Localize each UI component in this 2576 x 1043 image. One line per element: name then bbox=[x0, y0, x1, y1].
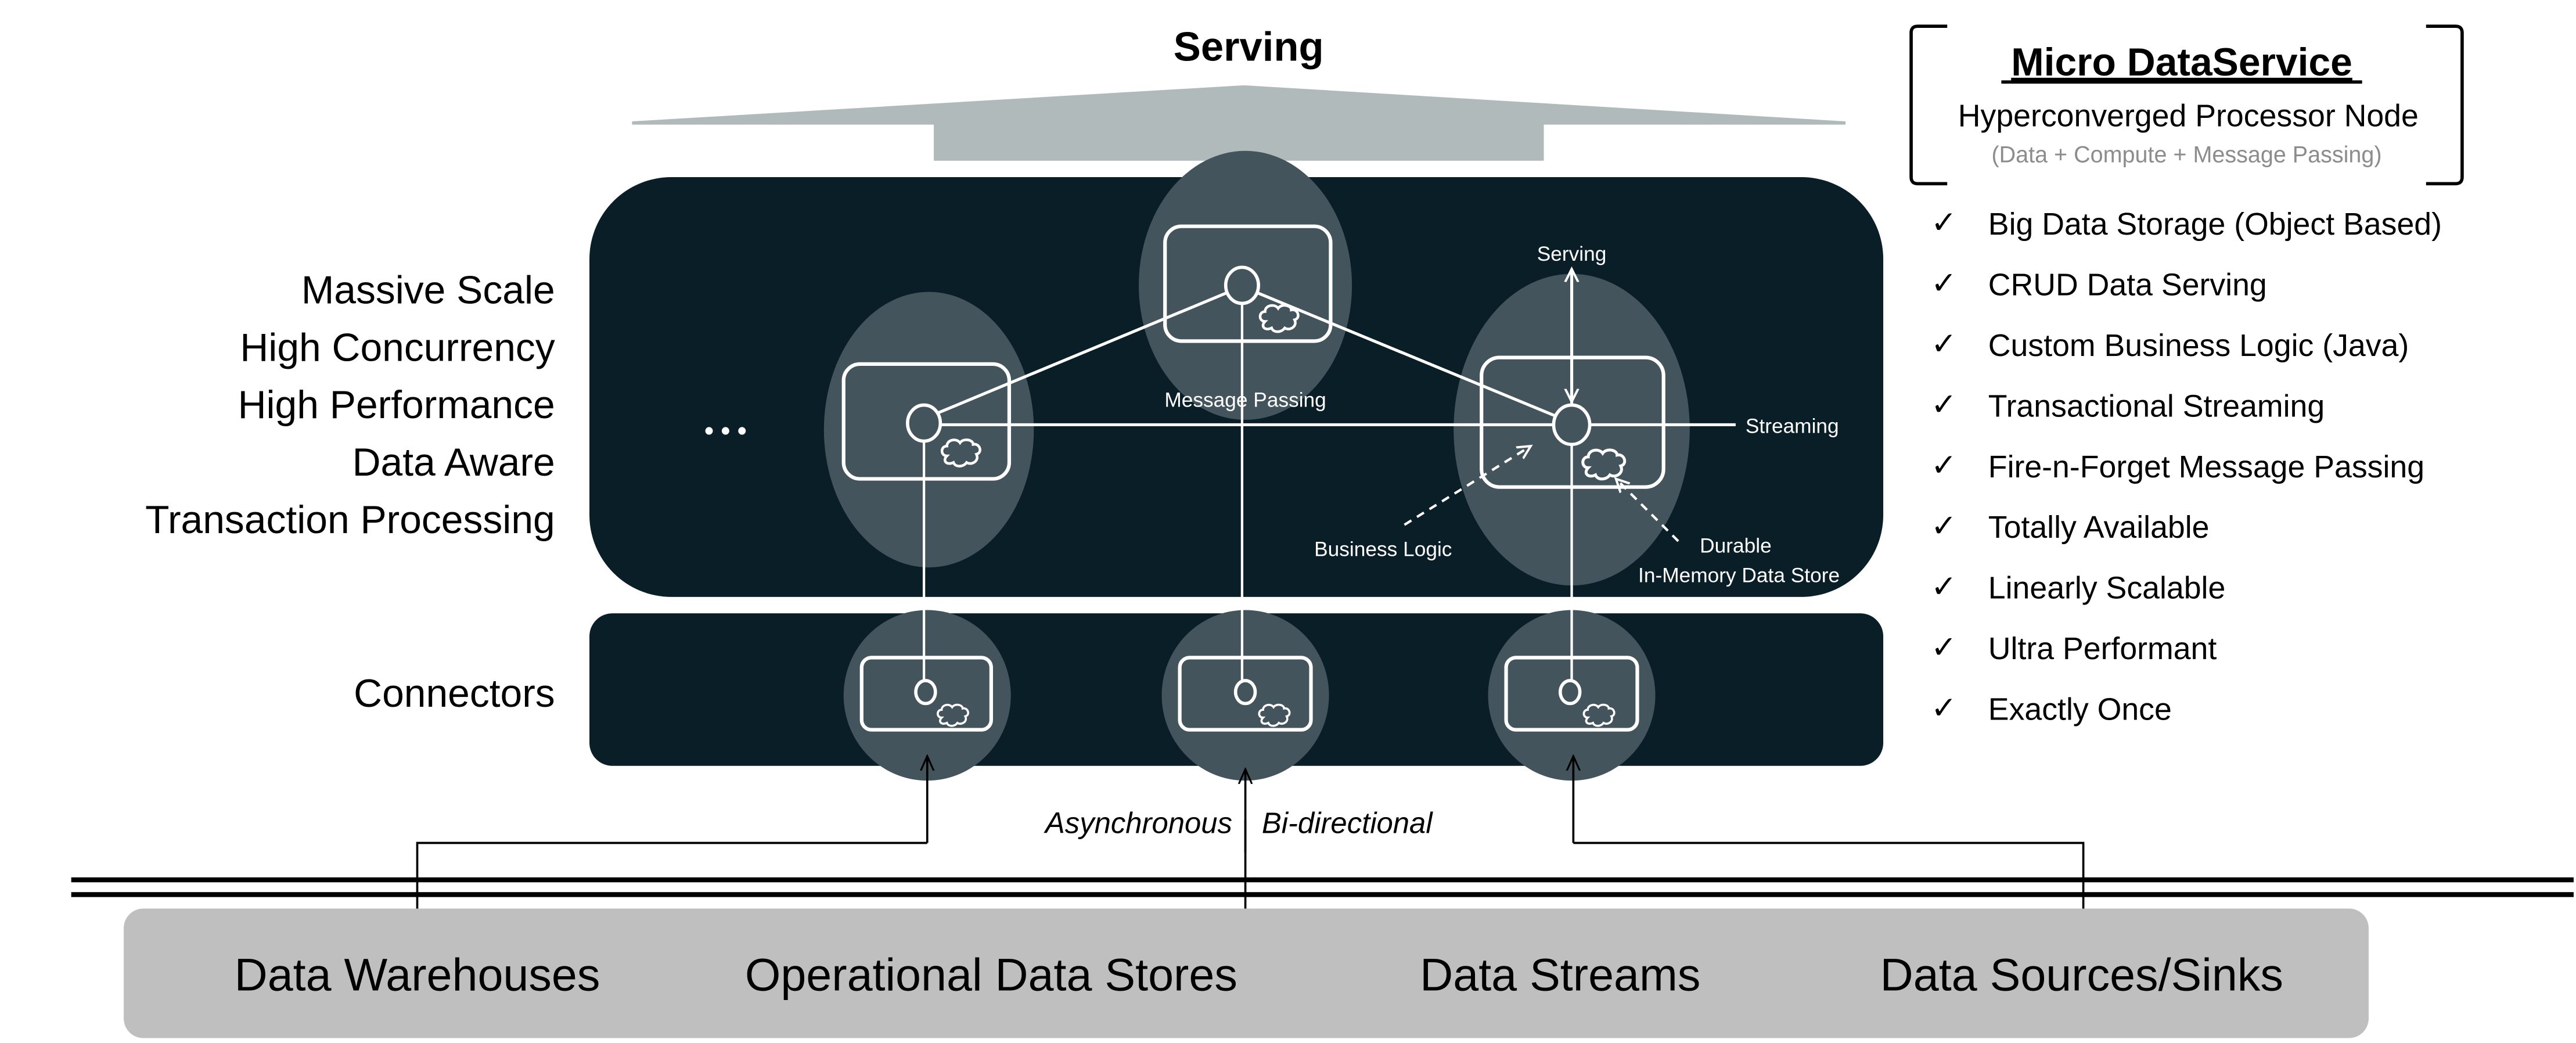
message-passing-label: Message Passing bbox=[1164, 389, 1326, 411]
data-system-label: Data Streams bbox=[1420, 949, 1700, 1001]
connector-box-3 bbox=[1504, 656, 1639, 732]
feature-item: ✓ Exactly Once bbox=[1931, 690, 2172, 727]
feature-label: Custom Business Logic (Java) bbox=[1988, 328, 2409, 363]
async-label-part2: Bi-directional bbox=[1262, 807, 1434, 840]
process-circle-right bbox=[1552, 403, 1592, 447]
node-box-top bbox=[1163, 224, 1333, 343]
feature-label: CRUD Data Serving bbox=[1988, 267, 2267, 302]
process-circle-top bbox=[1224, 265, 1260, 305]
async-label-part1: Asynchronous bbox=[1044, 807, 1232, 840]
feature-list: ✓ Big Data Storage (Object Based) ✓ CRUD… bbox=[1931, 205, 2442, 727]
check-icon: ✓ bbox=[1931, 448, 1957, 483]
data-system-label: Data Warehouses bbox=[235, 949, 600, 1001]
feature-item: ✓ Transactional Streaming bbox=[1931, 387, 2325, 423]
connector-circle-1 bbox=[914, 679, 937, 706]
check-icon: ✓ bbox=[1931, 630, 1957, 664]
check-icon: ✓ bbox=[1931, 387, 1957, 422]
business-logic-label: Business Logic bbox=[1314, 538, 1452, 560]
data-systems-box bbox=[124, 908, 2369, 1038]
connector-box-2 bbox=[1178, 656, 1313, 732]
bracket-right-icon bbox=[2426, 24, 2464, 186]
feature-item: ✓ CRUD Data Serving bbox=[1931, 265, 2267, 302]
feature-item: ✓ Linearly Scalable bbox=[1931, 569, 2225, 606]
in-memory-store-label: In-Memory Data Store bbox=[1638, 564, 1840, 587]
check-icon: ✓ bbox=[1931, 508, 1957, 543]
quality-label: High Concurrency bbox=[240, 326, 555, 369]
async-label: Asynchronous Bi-directional bbox=[1044, 807, 1433, 840]
data-system-label: Operational Data Stores bbox=[745, 949, 1237, 1001]
micro-dataservice-title: Micro DataService bbox=[2011, 41, 2352, 84]
check-icon: ✓ bbox=[1931, 265, 1957, 300]
feature-item: ✓ Big Data Storage (Object Based) bbox=[1931, 205, 2442, 242]
more-nodes-ellipsis: • • • bbox=[704, 416, 747, 445]
quality-label: Massive Scale bbox=[301, 268, 555, 312]
quality-label: Transaction Processing bbox=[145, 498, 555, 542]
feature-label: Ultra Performant bbox=[1988, 631, 2217, 666]
feature-label: Linearly Scalable bbox=[1988, 571, 2226, 606]
check-icon: ✓ bbox=[1931, 569, 1957, 604]
check-icon: ✓ bbox=[1931, 690, 1957, 725]
feature-item: ✓ Fire-n-Forget Message Passing bbox=[1931, 448, 2424, 484]
feature-label: Totally Available bbox=[1988, 510, 2210, 545]
business-logic-pointer-icon bbox=[1404, 446, 1530, 526]
check-icon: ✓ bbox=[1931, 205, 1957, 240]
process-circle-left bbox=[906, 403, 942, 443]
micro-dataservice-subtitle: Hyperconverged Processor Node bbox=[1958, 98, 2419, 133]
feature-label: Fire-n-Forget Message Passing bbox=[1988, 449, 2424, 484]
connector-box-1 bbox=[859, 656, 993, 732]
connector-circle-2 bbox=[1233, 679, 1257, 706]
feature-label: Exactly Once bbox=[1988, 692, 2172, 727]
durable-label: Durable bbox=[1700, 535, 1772, 558]
feature-label: Transactional Streaming bbox=[1988, 389, 2325, 423]
check-icon: ✓ bbox=[1931, 326, 1957, 361]
arrow-to-data-sources bbox=[1573, 841, 2083, 928]
serving-title: Serving bbox=[1174, 23, 1324, 69]
link-top-right bbox=[1254, 290, 1558, 418]
feature-item: ✓ Totally Available bbox=[1931, 508, 2210, 545]
connectors-label: Connectors bbox=[354, 672, 555, 715]
quality-label: High Performance bbox=[238, 383, 555, 427]
serving-label: Serving bbox=[1537, 243, 1607, 265]
arrow-to-data-warehouses bbox=[418, 841, 927, 928]
bracket-left-icon bbox=[1909, 24, 1948, 186]
link-left-top bbox=[936, 290, 1230, 415]
micro-dataservice-detail: (Data + Compute + Message Passing) bbox=[1991, 142, 2381, 168]
separator-line-top bbox=[71, 877, 2574, 883]
feature-item: ✓ Ultra Performant bbox=[1931, 630, 2217, 666]
quality-label: Data Aware bbox=[352, 441, 555, 484]
streaming-label: Streaming bbox=[1746, 415, 1839, 438]
connector-circle-3 bbox=[1558, 679, 1582, 706]
serving-arrow-icon bbox=[632, 85, 1846, 161]
node-box-left bbox=[841, 362, 1012, 481]
feature-item: ✓ Custom Business Logic (Java) bbox=[1931, 326, 2409, 363]
data-system-label: Data Sources/Sinks bbox=[1880, 949, 2283, 1001]
feature-label: Big Data Storage (Object Based) bbox=[1988, 207, 2442, 242]
separator-line-bottom bbox=[71, 892, 2574, 897]
